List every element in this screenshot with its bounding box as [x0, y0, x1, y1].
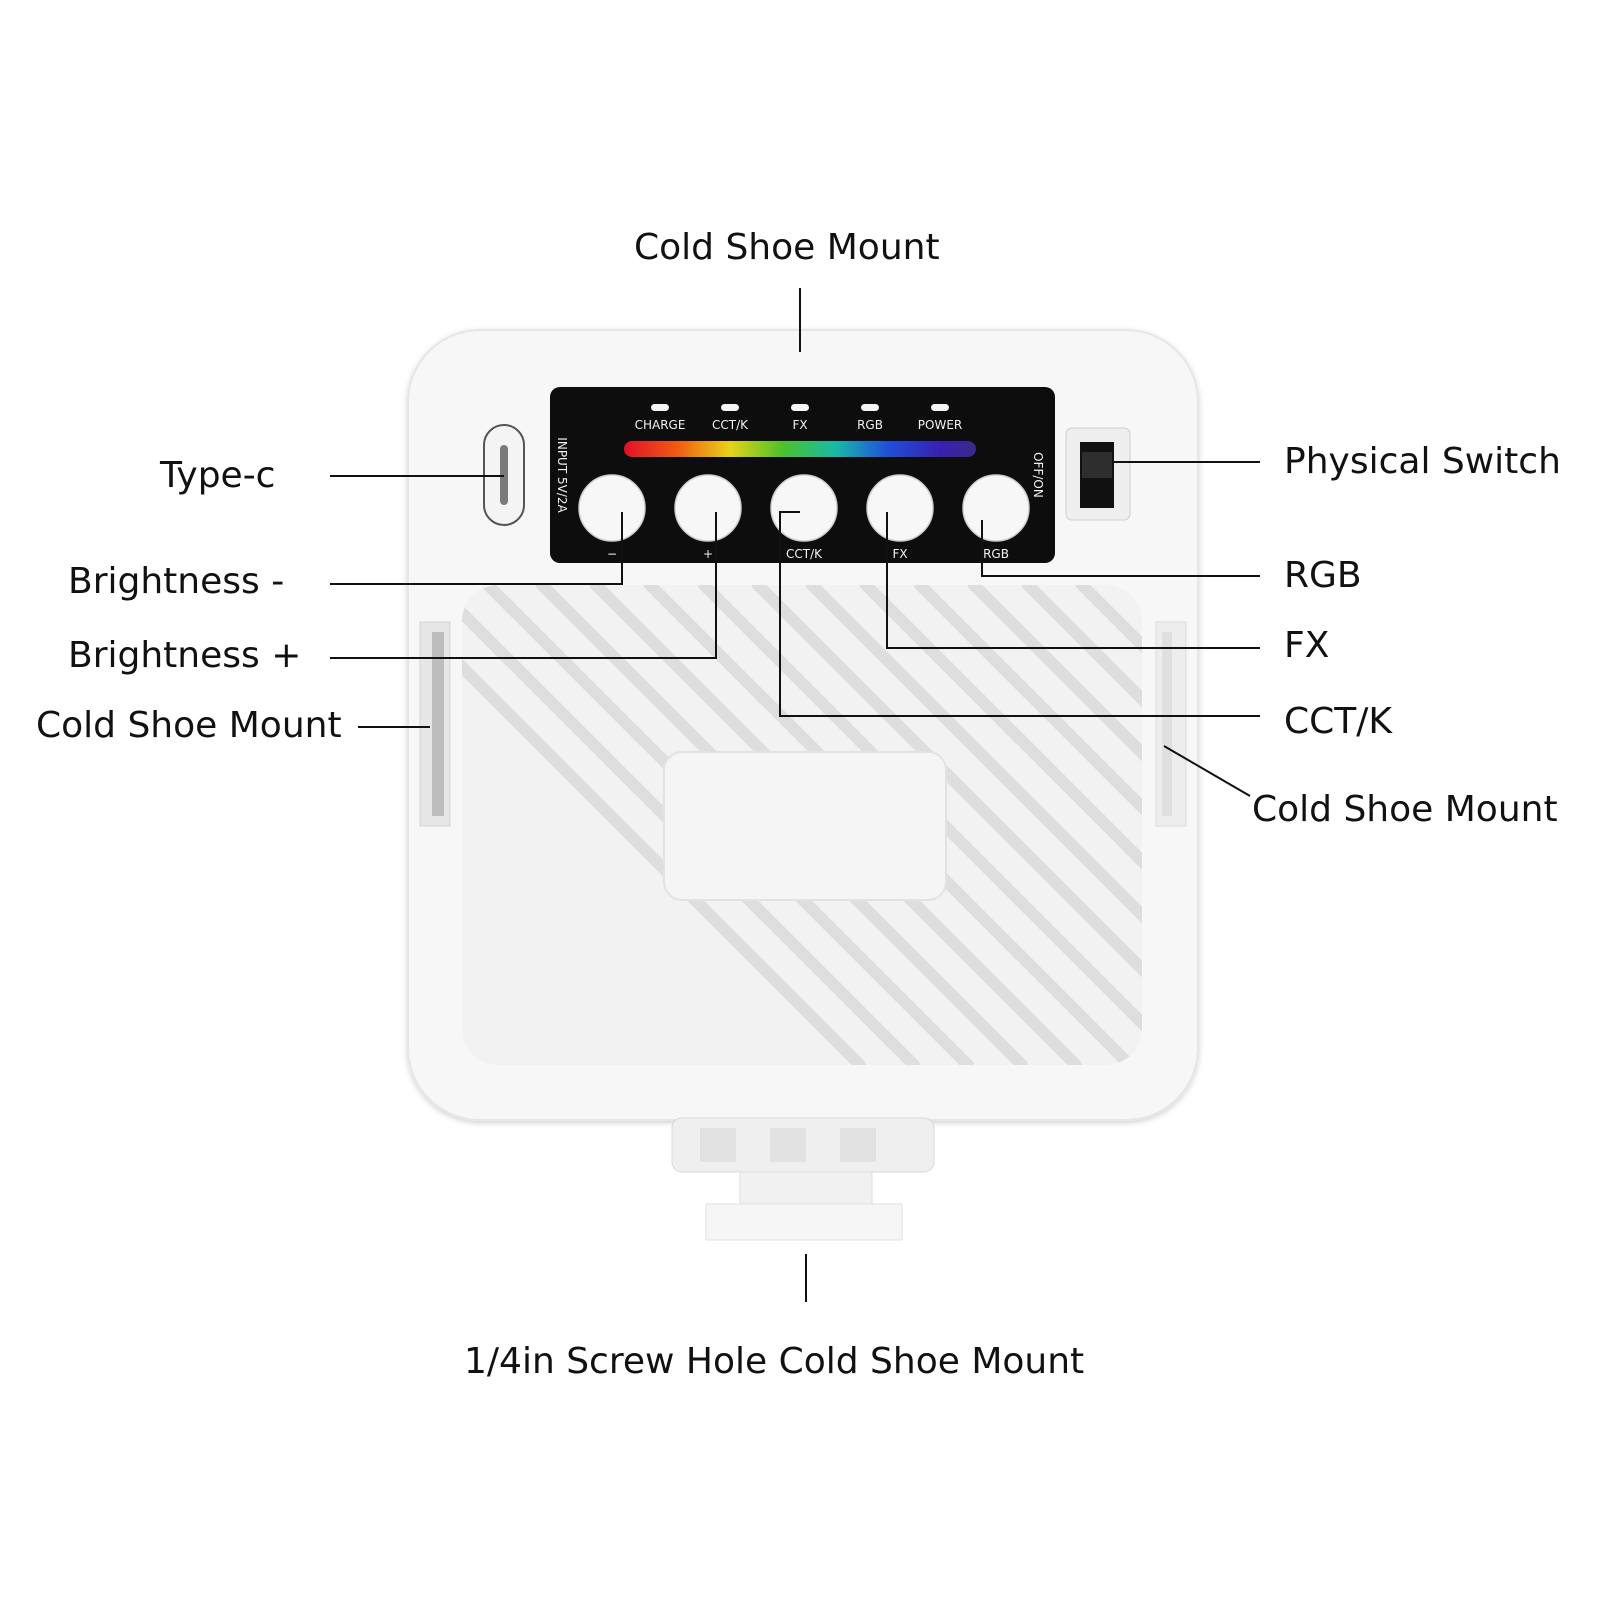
vent-stripe: [1568, 585, 1601, 1065]
switch-label: OFF/ON: [1031, 452, 1045, 498]
vent-stripe: [752, 585, 1142, 1065]
indicator-label: RGB: [857, 418, 883, 432]
input-label: INPUT 5V/2A: [555, 437, 569, 513]
bottom-screw-mount: [671, 1117, 935, 1241]
label-left-cold-shoe: Cold Shoe Mount: [36, 705, 342, 746]
panel-button[interactable]: [770, 474, 838, 542]
panel-button-label: −: [607, 547, 617, 561]
indicator-led: [651, 404, 669, 411]
label-bottom-mount: 1/4in Screw Hole Cold Shoe Mount: [464, 1341, 1085, 1382]
label-fx: FX: [1284, 625, 1330, 666]
vent-stripe: [806, 585, 1142, 1065]
vent-stripe: [914, 585, 1142, 1065]
physical-switch: [1065, 427, 1131, 521]
control-panel: CHARGE CCT/K FX RGB POWER − + CCT/K FX RGB INPUT…: [550, 387, 1055, 563]
leader-brightness-plus: [330, 512, 717, 659]
vent-stripe: [462, 585, 866, 1065]
leader-brightness-minus: [330, 512, 623, 585]
panel-button-label: RGB: [983, 547, 1009, 561]
panel-button[interactable]: [674, 474, 742, 542]
vent-stripe: [1022, 585, 1142, 1065]
label-rgb: RGB: [1284, 555, 1362, 596]
vent-stripe: [860, 585, 1142, 1065]
label-right-cold-shoe: Cold Shoe Mount: [1252, 789, 1558, 830]
indicator-label: CCT/K: [712, 418, 749, 432]
leader-rgb: [981, 520, 1260, 577]
leader-cct-k: [779, 511, 1260, 717]
leader-lines: [330, 288, 1260, 1302]
label-brightness-plus: Brightness +: [68, 635, 302, 676]
right-cold-shoe: [1155, 621, 1187, 827]
indicator-led: [861, 404, 879, 411]
panel-button-label: FX: [892, 547, 907, 561]
panel-button[interactable]: [962, 474, 1030, 542]
indicator-label: POWER: [918, 418, 962, 432]
panel-button-label: CCT/K: [786, 547, 823, 561]
indicator-led: [721, 404, 739, 411]
label-plate: [663, 751, 947, 901]
leader-right-cold-shoe: [1163, 745, 1251, 797]
left-cold-shoe: [419, 621, 451, 827]
indicator-led: [931, 404, 949, 411]
panel-button[interactable]: [578, 474, 646, 542]
panel-button[interactable]: [866, 474, 934, 542]
label-physical-switch: Physical Switch: [1284, 441, 1561, 482]
vent-stripe: [968, 585, 1142, 1065]
indicator-led: [791, 404, 809, 411]
label-cct-k: CCT/K: [1284, 701, 1392, 742]
leader-fx: [886, 512, 1260, 649]
panel-button-label: +: [703, 547, 713, 561]
label-top-cold-shoe: Cold Shoe Mount: [634, 227, 940, 268]
indicator-label: FX: [792, 418, 807, 432]
label-brightness-minus: Brightness -: [68, 561, 285, 602]
indicator-label: CHARGE: [635, 418, 686, 432]
label-type-c: Type-c: [160, 455, 276, 496]
